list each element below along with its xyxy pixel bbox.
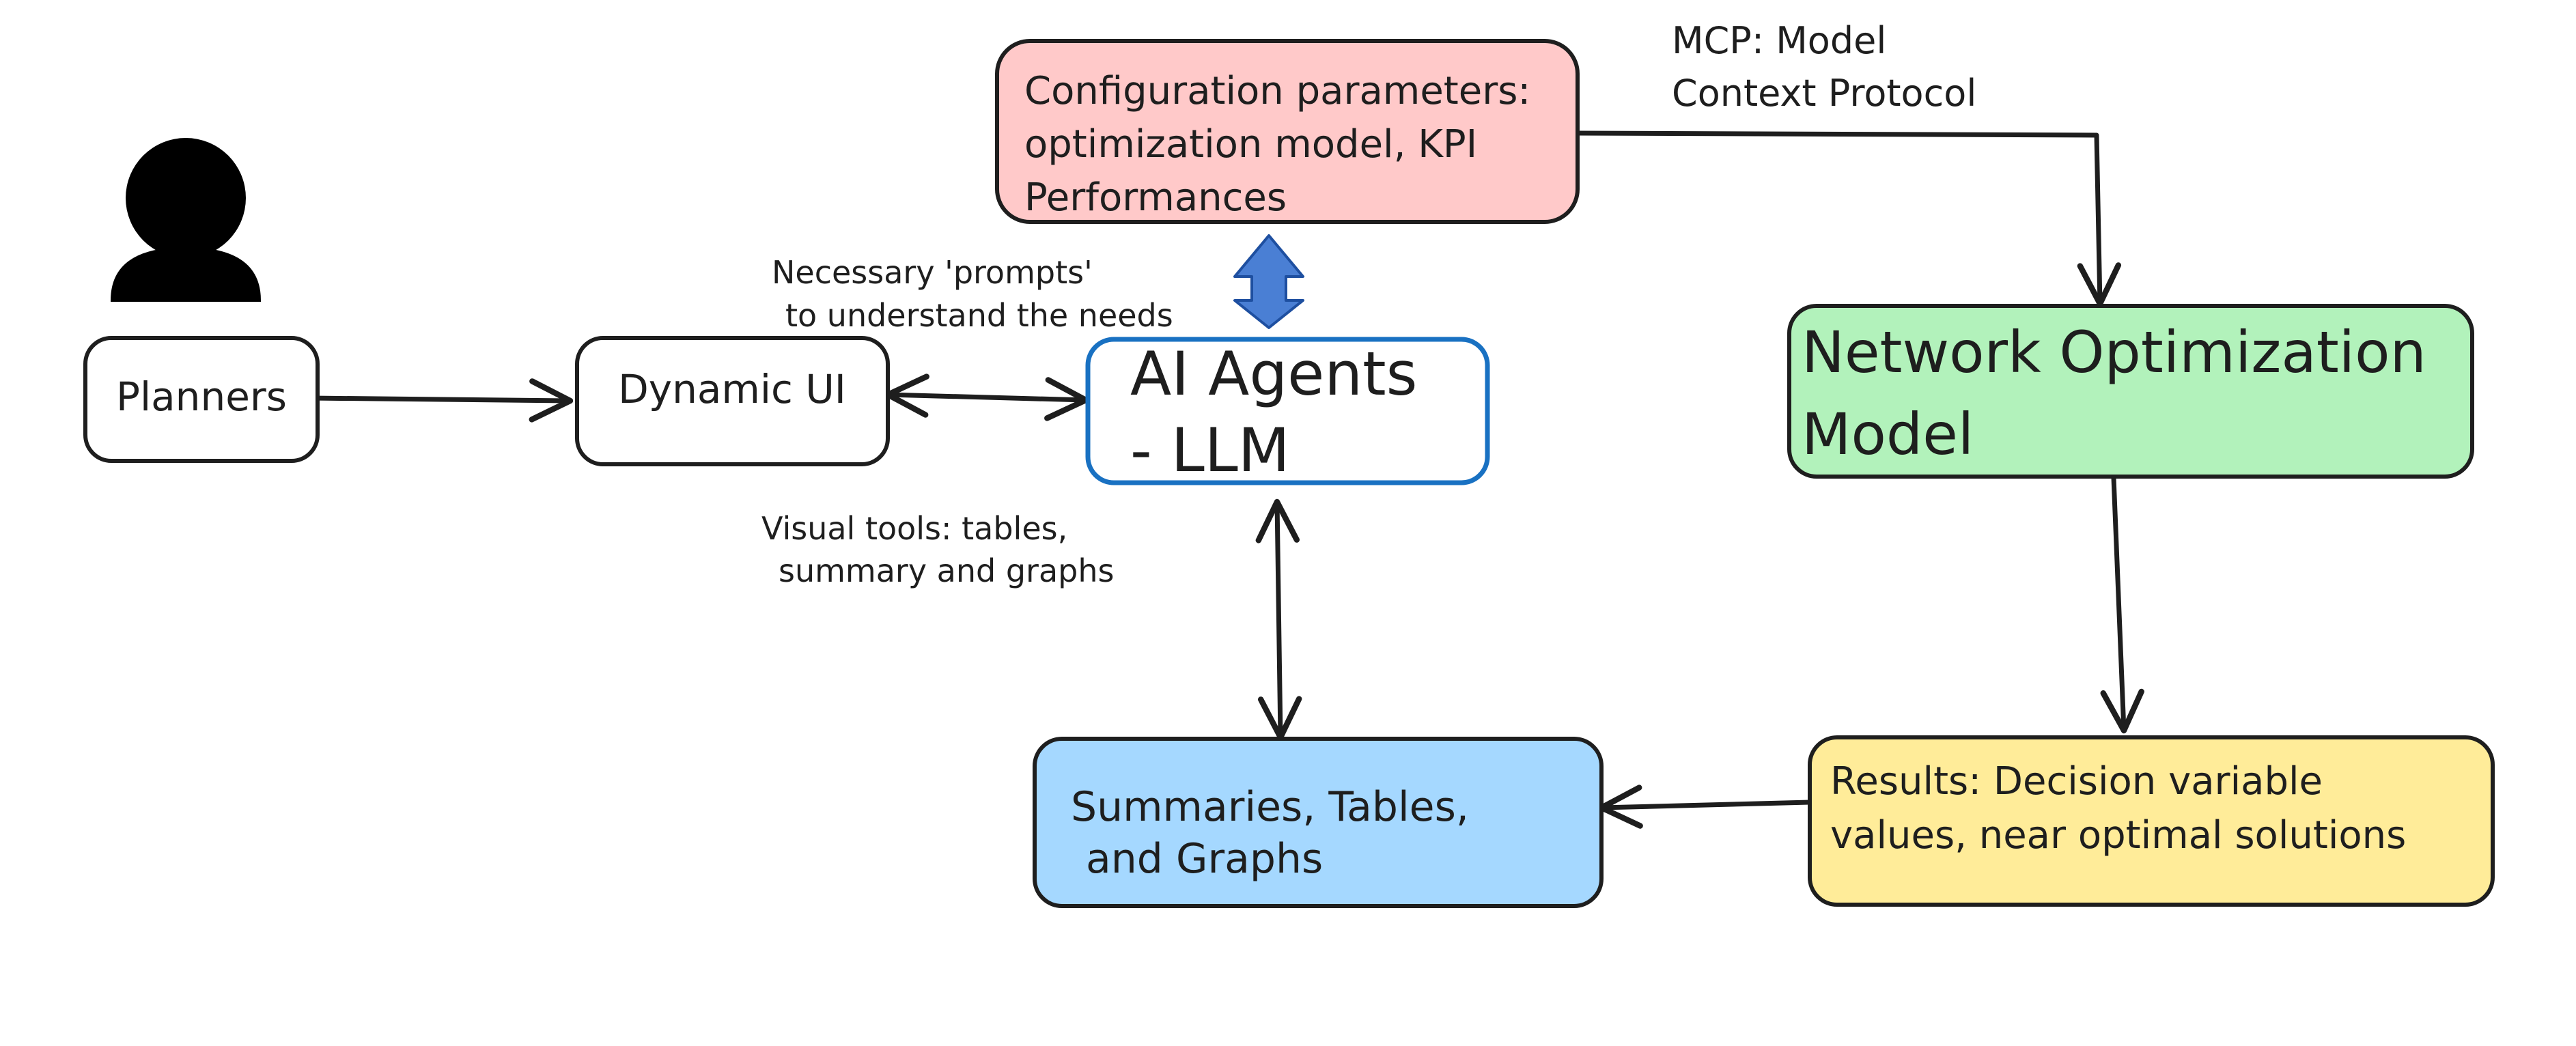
config-label-line3: Performances [1024, 175, 1287, 220]
summaries-label-line1: Summaries, Tables, [1071, 783, 1469, 831]
network-model-label-line1: Network Optimization [1802, 319, 2426, 386]
network-model-label-line2: Model [1802, 401, 1974, 468]
double-arrow-config-ai-agents [1233, 234, 1304, 329]
arrow-ai-agents-summaries [1255, 498, 1302, 741]
planners-box [83, 336, 320, 463]
results-label-line2: values, near optimal solutions [1830, 813, 2406, 858]
ai-agents-label-line1: AI Agents [1130, 339, 1417, 409]
dynamic-ui-node: Dynamic UI [575, 336, 890, 466]
config-label-line2: optimization model, KPI [1024, 122, 1477, 167]
planners-node: Planners [83, 336, 320, 463]
network-model-node: Network Optimization Model [1787, 304, 2474, 479]
config-box [995, 39, 1580, 224]
dynamic-ui-box [575, 336, 890, 466]
arrow-network-model-to-results [2100, 475, 2144, 734]
arrow-planners-to-dynamic-ui [308, 378, 574, 423]
ai-agents-label-line2: - LLM [1130, 415, 1290, 485]
arrow-config-to-network-model [1575, 130, 2122, 307]
network-model-box [1787, 304, 2474, 479]
results-label-line1: Results: Decision variable [1830, 759, 2323, 804]
planners-label: Planners [116, 373, 287, 420]
user-icon [111, 138, 261, 302]
annotation-visual-tools: Visual tools: tables, summary and graphs [761, 510, 1114, 589]
summaries-box [1033, 737, 1604, 908]
connectors [308, 130, 2144, 829]
annotation-prompts: Necessary 'prompts' to understand the ne… [772, 254, 1173, 334]
config-label-line1: Configuration parameters: [1024, 69, 1530, 113]
ai-agents-node: AI Agents - LLM [1085, 337, 1490, 485]
results-node: Results: Decision variable values, near … [1808, 735, 2495, 907]
ai-agents-box [1085, 337, 1490, 485]
config-node: Configuration parameters: optimization m… [995, 39, 1580, 224]
user-icon-body [111, 247, 261, 302]
summaries-node: Summaries, Tables, and Graphs [1033, 737, 1604, 908]
annotation-mcp-line1: MCP: Model [1672, 19, 1886, 62]
annotation-prompts-line2: to understand the needs [785, 297, 1173, 334]
annotation-visual-tools-line2: summary and graphs [779, 552, 1114, 589]
arrow-results-to-summaries [1598, 784, 1812, 829]
results-box [1808, 735, 2495, 907]
annotation-mcp: MCP: Model Context Protocol [1672, 19, 1976, 115]
annotation-mcp-line2: Context Protocol [1672, 72, 1976, 115]
dynamic-ui-label: Dynamic UI [618, 366, 846, 412]
summaries-label-line2: and Graphs [1086, 835, 1323, 883]
arrow-dynamic-ui-ai-agents [884, 373, 1089, 421]
user-icon-head [126, 138, 246, 258]
annotation-prompts-line1: Necessary 'prompts' [772, 254, 1093, 291]
annotation-visual-tools-line1: Visual tools: tables, [761, 510, 1067, 547]
